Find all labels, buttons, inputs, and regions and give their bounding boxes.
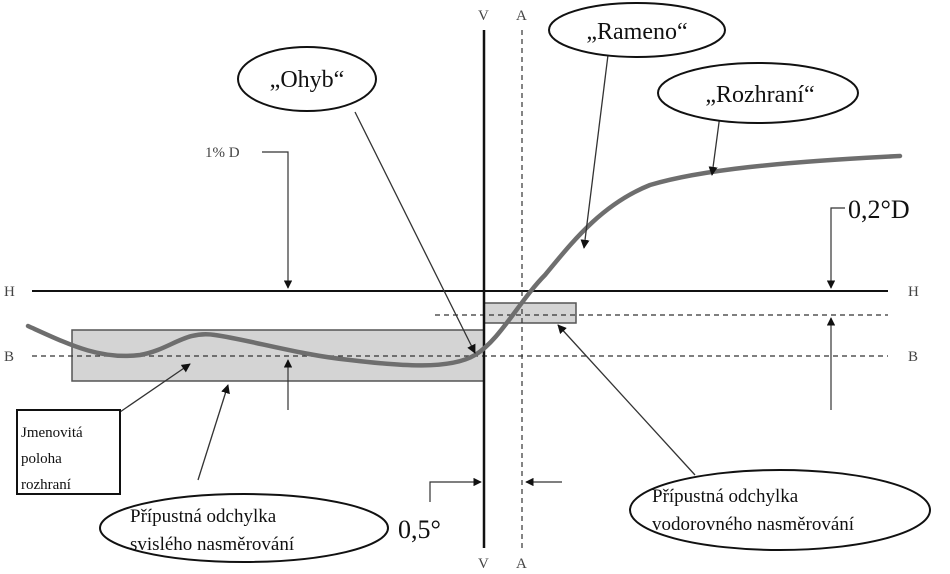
- b-right-label: B: [908, 349, 918, 365]
- rameno-leader: [580, 54, 609, 249]
- vertical-tolerance-ellipse: [99, 493, 389, 563]
- point-two-deg-d-label: 0,2°D: [848, 195, 910, 224]
- rozhrani-leader: [708, 114, 721, 176]
- ohyb-label: „Ohyb“: [270, 67, 345, 93]
- horizontal-tolerance-ellipse: [629, 469, 931, 551]
- h-right-label: H: [908, 284, 919, 300]
- half-degree-left-arrow: [429, 477, 482, 502]
- a-bottom-label: A: [516, 556, 527, 572]
- vertical-tolerance-line2: svislého nasměrování: [130, 534, 295, 555]
- horizontal-tolerance-line2: vodorovného nasměrování: [652, 514, 855, 535]
- b-left-label: B: [4, 349, 14, 365]
- h-left-label: H: [4, 284, 15, 300]
- half-degree-label: 0,5°: [398, 515, 441, 544]
- v-bottom-label: V: [478, 556, 489, 572]
- vertical-tolerance-leader: [197, 384, 230, 481]
- nominal-position-box: [16, 409, 121, 495]
- nominal-box-line1: Jmenovitá: [21, 425, 83, 441]
- a-top-label: A: [516, 8, 527, 24]
- rameno-label: „Rameno“: [586, 19, 687, 45]
- vertical-tolerance-line1: Přípustná odchylka: [130, 506, 277, 527]
- one-percent-d-label: 1% D: [205, 145, 240, 161]
- rozhrani-label: „Rozhraní“: [705, 82, 814, 108]
- one-percent-bracket: [262, 151, 293, 289]
- horizontal-tolerance-band: [483, 302, 577, 324]
- rameno-ellipse: [548, 2, 726, 58]
- nominal-box-line3: rozhraní: [21, 477, 71, 493]
- rozhrani-ellipse: [657, 62, 859, 124]
- cutoff-curve: [25, 153, 903, 368]
- horizontal-tolerance-line1: Přípustná odchylka: [652, 486, 799, 507]
- nominal-position-leader: [119, 363, 191, 413]
- ohyb-leader: [354, 111, 476, 354]
- ohyb-ellipse: [237, 46, 377, 112]
- horizontal-tolerance-leader: [557, 324, 696, 476]
- v-top-label: V: [478, 8, 489, 24]
- point-two-bracket: [826, 207, 845, 289]
- nominal-box-line2: poloha: [21, 451, 62, 467]
